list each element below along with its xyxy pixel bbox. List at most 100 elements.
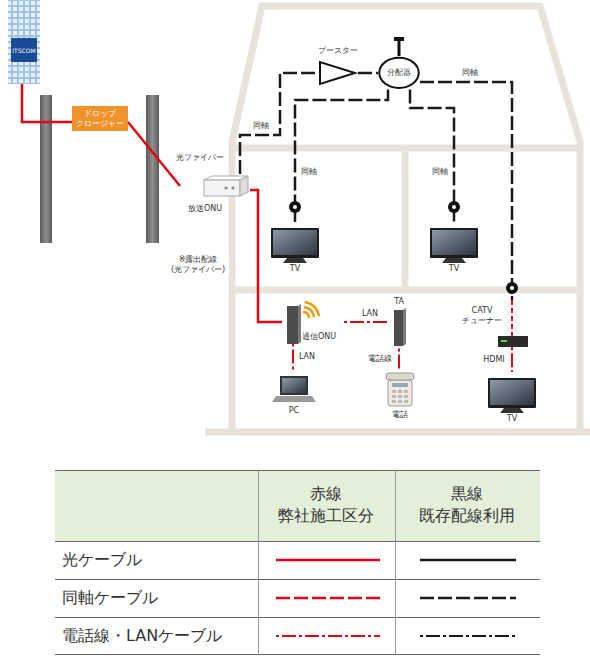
tv-stand [500, 408, 524, 413]
cable-label: 同軸 [431, 167, 449, 177]
splitter-stem [394, 37, 404, 56]
cable-connector [250, 190, 282, 322]
phone-key [392, 390, 396, 393]
legend-line-sample [420, 559, 516, 562]
tv-frame [271, 228, 319, 258]
cable-connector [295, 90, 388, 222]
catv-tuner-icon [498, 336, 528, 347]
node-label: 電話 [392, 410, 408, 420]
company-building: ITSCOM [8, 0, 40, 84]
tv-icon [430, 228, 478, 263]
tv-frame [488, 378, 536, 408]
wifi-arc [305, 307, 314, 316]
node-label: 放送ONU [188, 204, 222, 214]
splitter-stem-cap [394, 37, 404, 41]
legend-column-rules [259, 470, 396, 655]
tuner-body [498, 336, 528, 347]
tv-screen [490, 380, 534, 405]
phone-handset [386, 373, 414, 380]
node-label: 分配器 [387, 68, 411, 78]
wifi-symbol [304, 302, 319, 317]
phone-key [398, 400, 402, 403]
legend-line-sample [276, 597, 380, 600]
cable-connector [398, 349, 400, 370]
cable-label: ※露出配線 (光ファイバー) [167, 255, 229, 274]
onu-front [204, 180, 240, 196]
phone-key [398, 390, 402, 393]
legend-line-sample [420, 635, 516, 637]
ta-side [403, 308, 406, 346]
cable-connector [344, 321, 388, 323]
outlet-ring [506, 282, 518, 294]
house-roof-walls [232, 6, 580, 432]
cable-connector [358, 72, 378, 75]
tv-screen [273, 230, 317, 255]
outlet-hole [452, 205, 456, 209]
cable-label: 同軸 [300, 167, 318, 177]
node-label: PC [289, 406, 299, 416]
table-header: 赤線 弊社施工区分 [266, 483, 386, 526]
legend-line-sample [276, 559, 380, 562]
company-building-icon [8, 0, 40, 84]
legend-samples [276, 636, 516, 637]
phone-key [404, 390, 408, 393]
cable-label: LAN [298, 352, 316, 362]
tv-icon [271, 228, 319, 263]
house-inner-walls [232, 148, 580, 290]
node-label: TV [290, 264, 300, 274]
building-body [8, 0, 40, 84]
booster: ブースター [318, 44, 358, 88]
cable-connector [292, 344, 294, 370]
node-label: ブースター [318, 46, 358, 56]
terminal-adapter-icon [394, 308, 406, 346]
cable-label: 電話線 [367, 354, 393, 364]
laptop-icon [272, 376, 316, 402]
legend-line-sample [276, 635, 380, 637]
node-label: 通信ONU [302, 332, 336, 342]
cable-label: 同軸 [461, 68, 479, 78]
splitter: 分配器 [378, 56, 420, 90]
legend-table [55, 470, 540, 655]
node-label: TA [394, 297, 404, 307]
laptop-base [272, 396, 316, 402]
tv-set: TV [483, 372, 541, 426]
terminal-adapter: TA [388, 296, 410, 349]
legend-samples [276, 598, 516, 599]
onu-body [287, 306, 298, 344]
laptop-lid [280, 376, 308, 395]
onu-port [231, 186, 234, 189]
phone-key [398, 395, 402, 398]
telephone: 電話 [382, 370, 418, 422]
cable-label: 光ファイバー [175, 153, 225, 163]
tuner-feed-wire [511, 300, 513, 336]
onu-side [240, 176, 248, 196]
legend-text: 同軸ケーブル [62, 588, 158, 607]
cable-connector [511, 347, 513, 372]
cable-connector [128, 122, 180, 186]
cable-connector [420, 82, 512, 300]
phone-key [404, 400, 408, 403]
tuner-light [501, 340, 507, 342]
legend-text: 光ケーブル [62, 550, 142, 569]
tv-screen [432, 230, 476, 255]
legend-samples [276, 560, 516, 561]
cable-label: HDMI [482, 355, 505, 365]
broadcast-onu: 放送ONU [180, 174, 250, 216]
tv-frame [430, 228, 478, 258]
phone-key [392, 395, 396, 398]
wifi-arc [306, 302, 319, 315]
node-label: TV [449, 264, 459, 274]
phone-body [388, 380, 412, 406]
outlet-ring [289, 201, 301, 213]
splitter-ellipse [379, 58, 418, 88]
phone-keys [392, 390, 408, 403]
splitter-stem-line [398, 40, 401, 56]
tv-set: TV [425, 222, 483, 276]
communication-onu: 通信ONU [282, 298, 344, 344]
utility-poles [40, 95, 159, 243]
outlet-hole [510, 286, 514, 290]
cable-connector [22, 84, 72, 122]
utility-pole [146, 95, 159, 243]
node-label: ITSCOM [11, 38, 37, 62]
